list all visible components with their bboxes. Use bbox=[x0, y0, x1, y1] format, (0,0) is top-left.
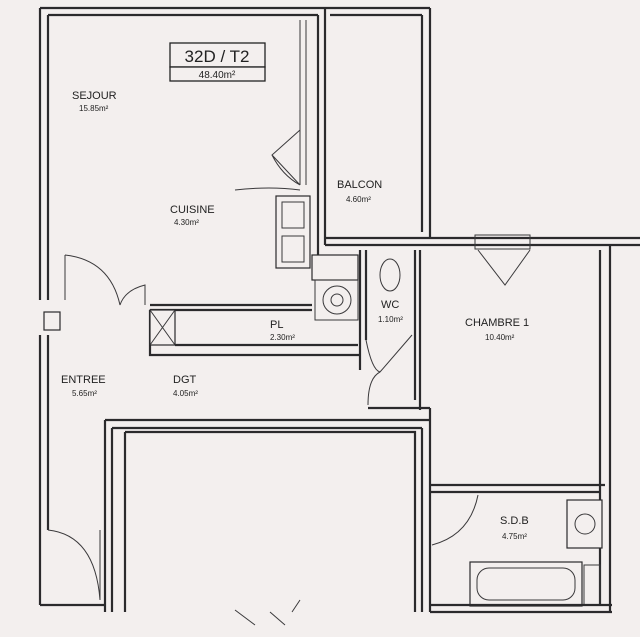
sink-icon bbox=[281, 201, 305, 229]
room-area-chambre: 10.40m² bbox=[485, 333, 515, 342]
room-name-chambre: CHAMBRE 1 bbox=[465, 317, 529, 329]
toilet bbox=[379, 258, 401, 292]
total-area: 48.40m² bbox=[199, 70, 236, 81]
unit-label: 32D / T2 bbox=[185, 47, 250, 66]
kitchen-counter bbox=[275, 195, 311, 269]
room-area-sejour: 15.85m² bbox=[79, 104, 109, 113]
bathtub bbox=[469, 561, 583, 607]
unit-title-box: 32D / T2 48.40m² bbox=[169, 42, 266, 82]
cabinet bbox=[311, 254, 359, 281]
room-area-sdb: 4.75m² bbox=[502, 532, 527, 541]
room-name-sdb: S.D.B bbox=[500, 515, 529, 527]
room-area-balcon: 4.60m² bbox=[346, 195, 371, 204]
room-name-dgt: DGT bbox=[173, 374, 197, 386]
room-name-wc: WC bbox=[381, 299, 399, 311]
room-area-cuisine: 4.30m² bbox=[174, 218, 199, 227]
room-name-pl: PL bbox=[270, 319, 283, 331]
room-name-sejour: SEJOUR bbox=[72, 90, 117, 102]
room-name-entree: ENTREE bbox=[61, 374, 106, 386]
room-area-entree: 5.65m² bbox=[72, 389, 97, 398]
washbasin bbox=[566, 499, 603, 549]
window bbox=[474, 234, 531, 250]
room-name-balcon: BALCON bbox=[337, 179, 382, 191]
room-name-cuisine: CUISINE bbox=[170, 204, 215, 216]
column bbox=[43, 311, 61, 331]
walls bbox=[38, 6, 640, 626]
hob-icon bbox=[281, 235, 305, 263]
room-area-pl: 2.30m² bbox=[270, 333, 295, 342]
washing-machine bbox=[314, 279, 359, 321]
room-area-wc: 1.10m² bbox=[378, 315, 403, 324]
room-area-dgt: 4.05m² bbox=[173, 389, 198, 398]
